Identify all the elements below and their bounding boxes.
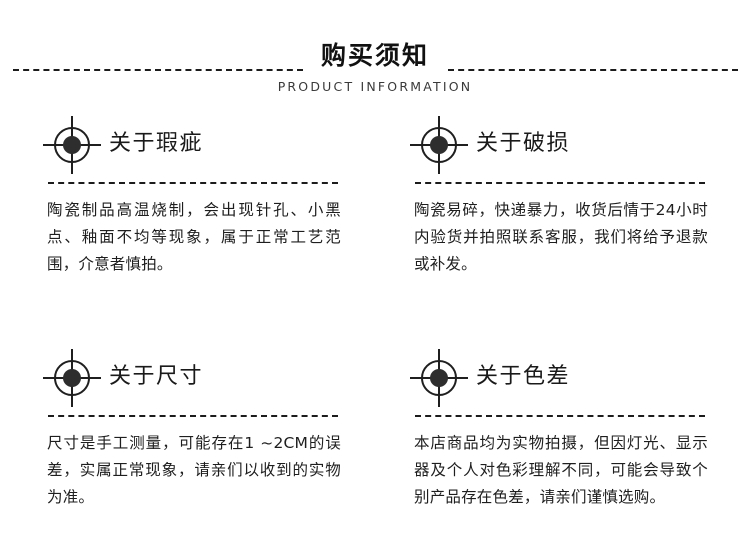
crosshair-center-dot (430, 136, 448, 154)
info-card-body: 本店商品均为实物拍摄，但因灯光、显示器及个人对色彩理解不同，可能会导致个别产品存… (414, 434, 708, 506)
crosshair-ring (54, 127, 90, 163)
page-subtitle: PRODUCT INFORMATION (277, 79, 473, 94)
header-divider-left (13, 69, 303, 71)
info-card: 关于瑕疵 陶瓷制品高温烧制，会出现针孔、小黑点、釉面不均等现象，属于正常工艺范围… (43, 112, 341, 273)
crosshair-target-icon (410, 349, 468, 407)
info-card: 关于色差 本店商品均为实物拍摄，但因灯光、显示器及个人对色彩理解不同，可能会导致… (410, 345, 708, 506)
info-card-title: 关于色差 (476, 364, 571, 389)
info-card-divider (415, 415, 705, 417)
page-title: 购买须知 (320, 41, 429, 70)
info-card-title: 关于瑕疵 (109, 131, 204, 156)
info-card-divider (48, 182, 338, 184)
header-divider-right (448, 69, 738, 71)
info-card-body: 陶瓷易碎，快递暴力，收货后情于24小时内验货并拍照联系客服，我们将给予退款或补发… (414, 201, 708, 273)
info-card-header: 关于尺寸 (43, 345, 341, 417)
info-card-title: 关于尺寸 (109, 364, 204, 389)
crosshair-ring (421, 360, 457, 396)
info-card-divider (415, 182, 705, 184)
info-card: 关于破损 陶瓷易碎，快递暴力，收货后情于24小时内验货并拍照联系客服，我们将给予… (410, 112, 708, 273)
info-card-body: 陶瓷制品高温烧制，会出现针孔、小黑点、釉面不均等现象，属于正常工艺范围，介意者慎… (47, 201, 341, 273)
info-card: 关于尺寸 尺寸是手工测量，可能存在1 ~2CM的误差，实属正常现象，请亲们以收到… (43, 345, 341, 506)
crosshair-center-dot (63, 136, 81, 154)
page-header: 购买须知 PRODUCT INFORMATION (0, 0, 750, 110)
info-card-body: 尺寸是手工测量，可能存在1 ~2CM的误差，实属正常现象，请亲们以收到的实物为准… (47, 434, 341, 506)
crosshair-target-icon (43, 349, 101, 407)
crosshair-ring (54, 360, 90, 396)
crosshair-center-dot (63, 369, 81, 387)
crosshair-center-dot (430, 369, 448, 387)
info-card-title: 关于破损 (476, 131, 571, 156)
info-card-header: 关于破损 (410, 112, 708, 184)
crosshair-target-icon (410, 116, 468, 174)
info-card-header: 关于色差 (410, 345, 708, 417)
crosshair-ring (421, 127, 457, 163)
info-card-divider (48, 415, 338, 417)
crosshair-target-icon (43, 116, 101, 174)
info-card-header: 关于瑕疵 (43, 112, 341, 184)
